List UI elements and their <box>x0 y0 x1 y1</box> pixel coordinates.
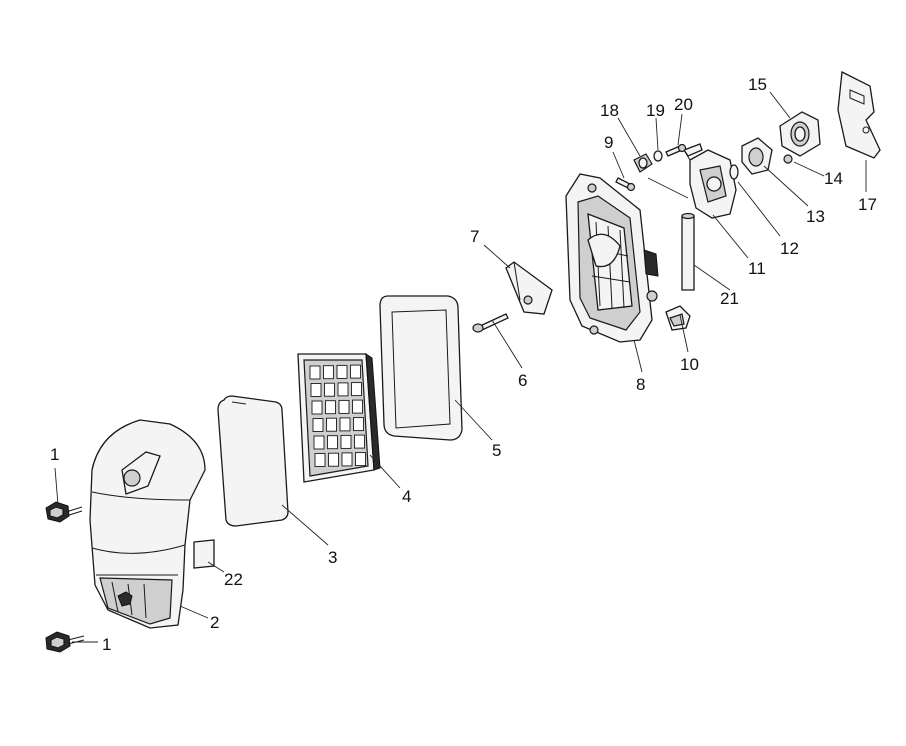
part-9-screw <box>615 177 636 192</box>
callout-1-upper: 1 <box>50 445 59 464</box>
part-14-nut <box>783 154 793 164</box>
callout-8: 8 <box>636 375 645 394</box>
part-2-filter-cover <box>89 419 206 629</box>
callout-3: 3 <box>328 548 337 567</box>
filter-grid-cell <box>326 417 337 432</box>
callout-15: 15 <box>748 75 767 94</box>
part-12-oring <box>729 164 739 180</box>
filter-grid-cell <box>327 435 338 450</box>
callout-5: 5 <box>492 441 501 460</box>
part-11-carburetor <box>683 143 737 219</box>
filter-grid-cell <box>328 452 339 467</box>
filter-grid-cell <box>313 435 325 450</box>
callout-10: 10 <box>680 355 699 374</box>
callout-7: 7 <box>470 227 479 246</box>
callout-1-lower: 1 <box>102 635 111 654</box>
filter-grid-cell <box>336 364 348 379</box>
callout-21: 21 <box>720 289 739 308</box>
part-1-knob-screw-lower <box>45 631 85 653</box>
callout-labels: 1 1 2 22 3 4 5 6 7 8 9 10 11 12 13 14 15… <box>50 75 877 654</box>
part-19-washer <box>653 150 663 162</box>
filter-grid-cell <box>355 452 366 467</box>
callout-22: 22 <box>224 570 243 589</box>
callout-17: 17 <box>858 195 877 214</box>
filter-grid-cell <box>341 452 353 467</box>
filter-grid-cell <box>352 399 363 414</box>
callout-6: 6 <box>518 371 527 390</box>
part-6-screw <box>472 313 509 333</box>
filter-grid-cell <box>324 382 335 397</box>
filter-grid-cell <box>311 400 323 415</box>
part-7-bracket <box>505 261 553 315</box>
callout-4: 4 <box>402 487 411 506</box>
filter-grid-cell <box>312 418 324 432</box>
callout-19: 19 <box>646 101 665 120</box>
filter-grid-cell <box>340 434 352 449</box>
filter-grid-cell <box>314 453 326 467</box>
part-20-bolt <box>665 143 687 157</box>
leader-lines <box>54 91 867 643</box>
callout-18: 18 <box>600 101 619 120</box>
part-3-filter-plate <box>217 395 289 527</box>
callout-2: 2 <box>210 613 219 632</box>
callout-12: 12 <box>780 239 799 258</box>
filter-grid-cell <box>309 365 321 380</box>
filter-grid-cell <box>350 364 361 379</box>
part-5-foam-filter <box>379 295 463 441</box>
part-18-grommet <box>633 153 653 173</box>
part-1-knob-screw-upper <box>45 501 83 523</box>
filter-grid-cell <box>325 400 336 415</box>
filter-grid-cell <box>310 383 322 397</box>
callout-13: 13 <box>806 207 825 226</box>
part-21-fuel-tube <box>681 212 695 291</box>
part-4-grid-filter <box>297 353 381 483</box>
part-13-insulator <box>741 137 773 175</box>
callout-11: 11 <box>748 259 766 278</box>
part-8-filter-base <box>565 173 659 343</box>
filter-grid-cell <box>339 417 351 432</box>
part-17-gasket <box>837 70 881 159</box>
part-15-manifold <box>779 111 821 157</box>
filter-grid-cell <box>354 434 365 449</box>
filter-grid-cell <box>323 365 334 380</box>
filter-grid-cell <box>353 417 364 432</box>
filter-grid-cell <box>337 382 349 397</box>
callout-20: 20 <box>674 95 693 114</box>
callout-9: 9 <box>604 133 613 152</box>
callout-14: 14 <box>824 169 843 188</box>
filter-grid-cell <box>351 382 362 397</box>
part-10-primer-bulb <box>665 305 691 331</box>
filter-grid-cell <box>338 399 350 414</box>
